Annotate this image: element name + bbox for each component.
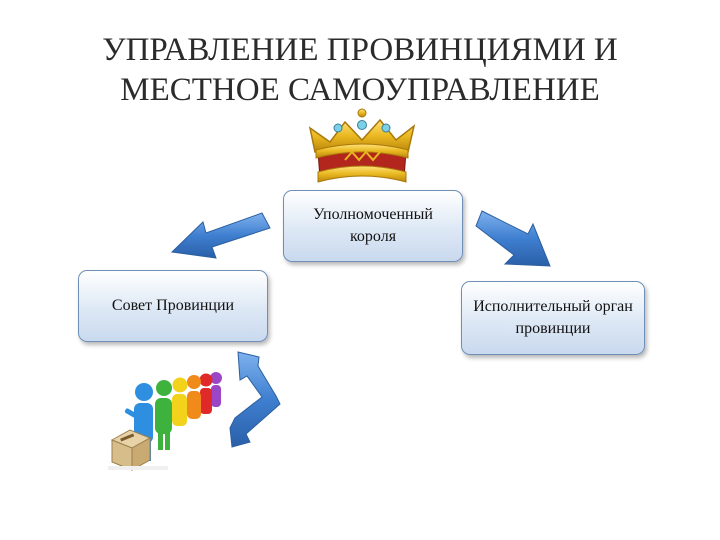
arrow-to-executive	[475, 210, 551, 267]
node-provincial-council: Совет Провинции	[78, 270, 268, 342]
crown-icon	[308, 108, 416, 183]
figure-floor	[108, 466, 168, 470]
voter-figure	[210, 372, 222, 407]
arrow-return	[229, 351, 281, 448]
arrow-to-council	[170, 212, 271, 259]
title-line-2: МЕСТНОЕ САМОУПРАВЛЕНИЕ	[120, 72, 600, 108]
slide-title: УПРАВЛЕНИЕ ПРОВИНЦИЯМИ И МЕСТНОЕ САМОУПР…	[0, 30, 720, 110]
voter-figure	[199, 373, 213, 414]
ballot-box-icon	[110, 429, 152, 471]
node-provincial-executive: Исполнительный орган провинции	[461, 281, 645, 355]
node-provincial-council-label: Совет Провинции	[111, 297, 235, 314]
node-royal-commissioner-label: Уполномоченный короля	[313, 206, 433, 245]
node-provincial-executive-label: Исполнительный орган провинции	[473, 298, 633, 337]
title-line-1: УПРАВЛЕНИЕ ПРОВИНЦИЯМИ И	[102, 32, 618, 68]
voter-figure	[172, 377, 188, 426]
voter-figure	[187, 375, 201, 419]
voter-figure	[155, 380, 172, 450]
node-royal-commissioner: Уполномоченный короля	[283, 190, 463, 262]
voters-icon	[108, 372, 222, 471]
